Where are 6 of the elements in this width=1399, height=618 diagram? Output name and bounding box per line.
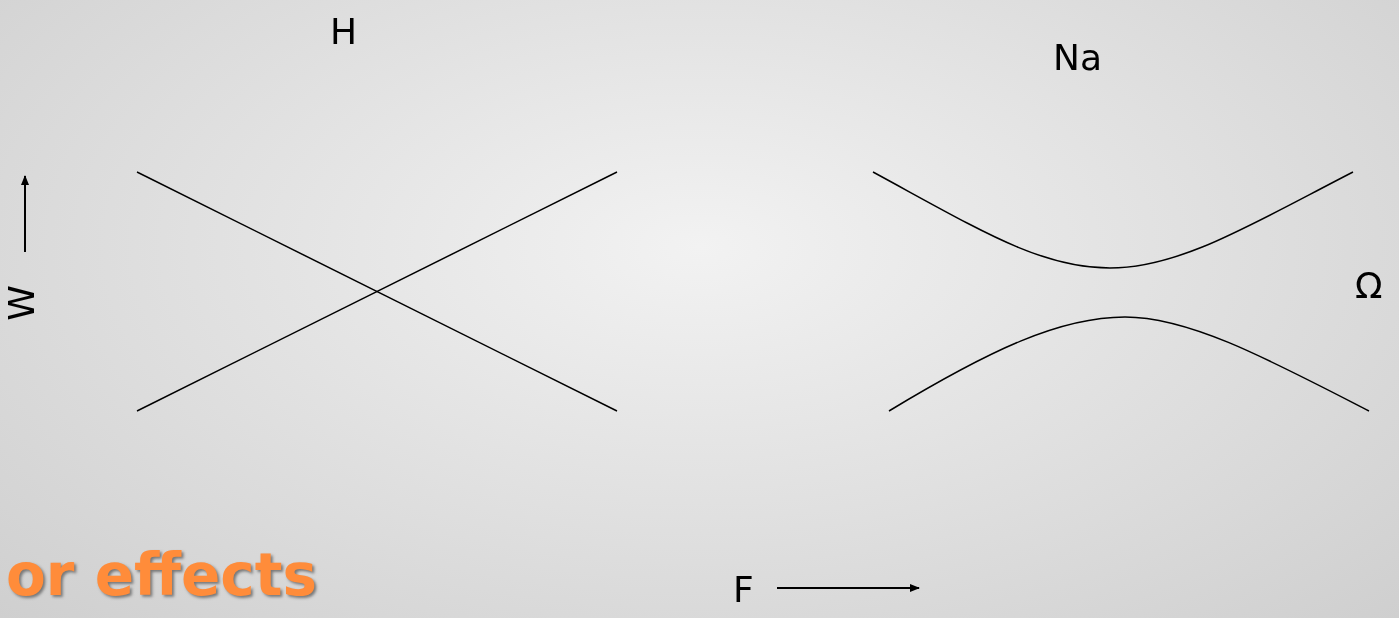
axis-label: H <box>330 14 358 50</box>
axis-label: Na <box>1053 40 1102 76</box>
axis-label: W <box>3 285 40 321</box>
axis-label: F <box>733 572 754 608</box>
slide-title: or effects <box>6 546 317 604</box>
axis-label: Ω <box>1355 268 1383 304</box>
